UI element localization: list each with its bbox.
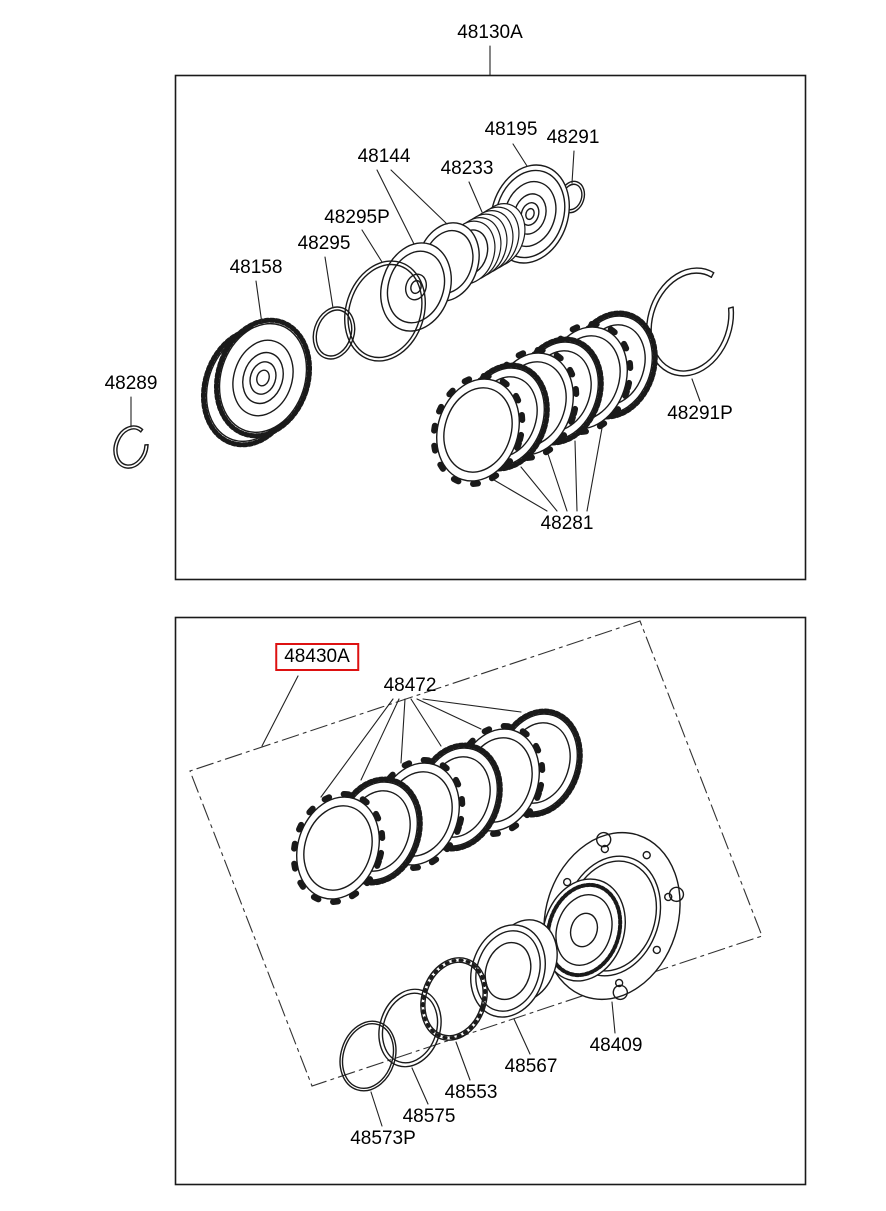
piston-48567-drawing <box>470 919 558 1018</box>
hub-48158-drawing <box>200 317 313 448</box>
bottom-assembly-box <box>174 616 807 1186</box>
part-label-48573P: 48573P <box>350 1128 416 1149</box>
o-ring-48573P-drawing <box>339 1020 397 1092</box>
part-label-48233: 48233 <box>440 158 494 179</box>
top-assembly-box <box>174 74 807 581</box>
part-label-48295P: 48295P <box>324 207 390 228</box>
part-label-48430A-highlighted: 48430A <box>275 643 359 671</box>
axis-plane-outline <box>189 620 763 1087</box>
leader-lines <box>130 45 701 1127</box>
part-label-48575: 48575 <box>402 1106 456 1127</box>
part-label-48281: 48281 <box>540 513 594 534</box>
spring-48553-drawing <box>420 957 488 1041</box>
part-label-48289: 48289 <box>104 373 158 394</box>
clutch-plates-48472-drawing <box>290 708 583 905</box>
part-label-48130A: 48130A <box>457 22 523 43</box>
snap-ring-48289-drawing <box>113 425 149 469</box>
part-label-48144: 48144 <box>357 146 411 167</box>
part-label-48158: 48158 <box>229 257 283 278</box>
part-label-48472: 48472 <box>383 675 437 696</box>
piston-48144-drawing <box>380 222 480 332</box>
part-label-48553: 48553 <box>444 1082 498 1103</box>
housing-48409-drawing <box>539 831 685 1001</box>
clutch-plates-48281-drawing <box>430 310 658 487</box>
part-label-48295: 48295 <box>297 233 351 254</box>
ring-48295-drawing <box>312 306 356 360</box>
part-label-48291: 48291 <box>546 127 600 148</box>
part-label-48409: 48409 <box>589 1035 643 1056</box>
part-label-48195: 48195 <box>484 119 538 140</box>
part-label-48567: 48567 <box>504 1056 558 1077</box>
part-label-48291P: 48291P <box>667 403 733 424</box>
seal-48575-drawing <box>378 988 442 1068</box>
